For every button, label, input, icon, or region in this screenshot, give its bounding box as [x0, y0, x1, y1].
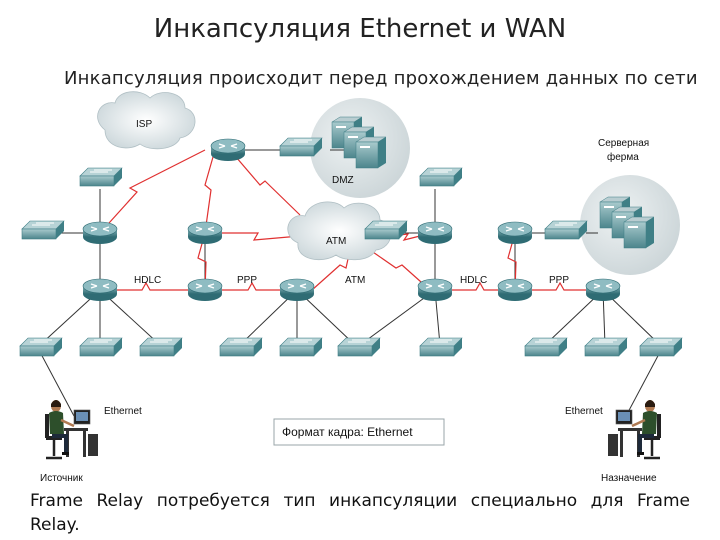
link-label-ppp-right: PPP — [549, 275, 569, 286]
router-bottom-1 — [82, 278, 118, 302]
link-label-atm: ATM — [345, 275, 365, 286]
switch-farm — [544, 220, 588, 240]
frame-format-box — [273, 418, 445, 446]
switch-bottom-2 — [79, 337, 123, 357]
switch-bottom-8 — [524, 337, 568, 357]
server-farm-label-2: ферма — [607, 151, 639, 163]
router-bottom-3 — [279, 278, 315, 302]
destination-host — [606, 398, 663, 460]
router-center-right — [417, 221, 453, 245]
caption-line-2: Relay. — [30, 515, 80, 535]
caption-line-1: Frame Relay потребуется тип инкапсуляции… — [30, 491, 690, 511]
dmz-label: DMZ — [332, 175, 354, 186]
switch-bottom-9 — [584, 337, 628, 357]
router-bottom-4 — [417, 278, 453, 302]
switch-bottom-10 — [639, 337, 683, 357]
switch-bottom-3 — [139, 337, 183, 357]
switch-top-right — [419, 167, 463, 187]
switch-bottom-1 — [19, 337, 63, 357]
frame-format-label: Формат кадра: Ethernet — [282, 425, 413, 439]
isp-cloud-label: ISP — [136, 119, 152, 130]
switch-bottom-4 — [219, 337, 263, 357]
switch-bottom-7 — [419, 337, 463, 357]
switch-bottom-5 — [279, 337, 323, 357]
router-right-mid — [497, 221, 533, 245]
atm-cloud — [287, 201, 392, 261]
link-label-hdlc-left: HDLC — [134, 275, 161, 286]
router-left-mid — [82, 221, 118, 245]
router-bottom-5 — [497, 278, 533, 302]
router-isp — [210, 138, 246, 162]
router-bottom-6 — [585, 278, 621, 302]
atm-cloud-label: ATM — [326, 236, 346, 247]
isp-cloud — [97, 91, 196, 150]
switch-bottom-6 — [337, 337, 381, 357]
link-label-hdlc-right: HDLC — [460, 275, 487, 286]
switch-dmz — [279, 137, 323, 157]
source-ethernet-label: Ethernet — [104, 406, 142, 417]
switch-left — [21, 220, 65, 240]
destination-ethernet-label: Ethernet — [565, 406, 603, 417]
source-host — [43, 398, 100, 460]
switch-mid-right — [364, 220, 408, 240]
switch-top-left — [79, 167, 123, 187]
link-label-ppp-left: PPP — [237, 275, 257, 286]
page-title: Инкапсуляция Ethernet и WAN — [153, 14, 567, 44]
server-farm-label-1: Серверная — [598, 138, 649, 149]
router-center-left — [187, 221, 223, 245]
router-bottom-2 — [187, 278, 223, 302]
caption: Frame Relay потребуется тип инкапсуляции… — [30, 489, 690, 537]
source-label: Источник — [40, 473, 83, 484]
page-subtitle: Инкапсуляция происходит перед прохождени… — [64, 68, 698, 88]
destination-label: Назначение — [601, 473, 657, 484]
